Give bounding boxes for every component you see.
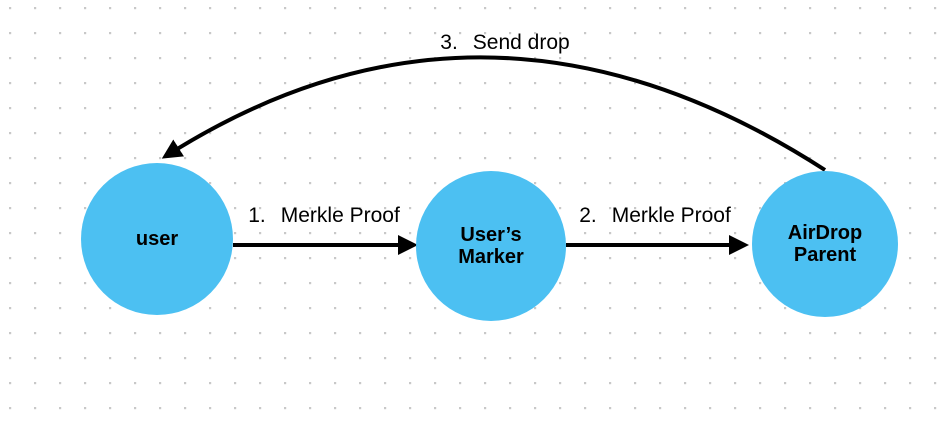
edge-3-number: 3. xyxy=(440,31,458,54)
edge-1-label[interactable]: 1. Merkle Proof xyxy=(248,204,400,228)
node-airdrop-parent-label-line1: AirDrop xyxy=(787,222,863,244)
edge-1-number: 1. xyxy=(248,204,266,227)
edge-1-text: Merkle Proof xyxy=(280,204,400,227)
node-users-marker-label-line2: Marker xyxy=(458,246,524,268)
edge-2-label[interactable]: 2. Merkle Proof xyxy=(579,204,731,228)
edge-2-number: 2. xyxy=(579,204,597,227)
node-airdrop-parent-label-line2: Parent xyxy=(793,244,857,266)
node-users-marker-label-line1: User’s xyxy=(460,224,522,246)
edge-3-text: Send drop xyxy=(472,31,570,54)
edge-3-label[interactable]: 3. Send drop xyxy=(440,31,569,55)
node-user-label: user xyxy=(135,228,179,250)
node-user[interactable]: user xyxy=(81,163,233,315)
node-users-marker[interactable]: User’s Marker xyxy=(416,171,566,321)
edge-3-send-drop-arrow[interactable] xyxy=(161,55,827,172)
node-airdrop-parent[interactable]: AirDrop Parent xyxy=(752,171,898,317)
edge-2-text: Merkle Proof xyxy=(611,204,731,227)
